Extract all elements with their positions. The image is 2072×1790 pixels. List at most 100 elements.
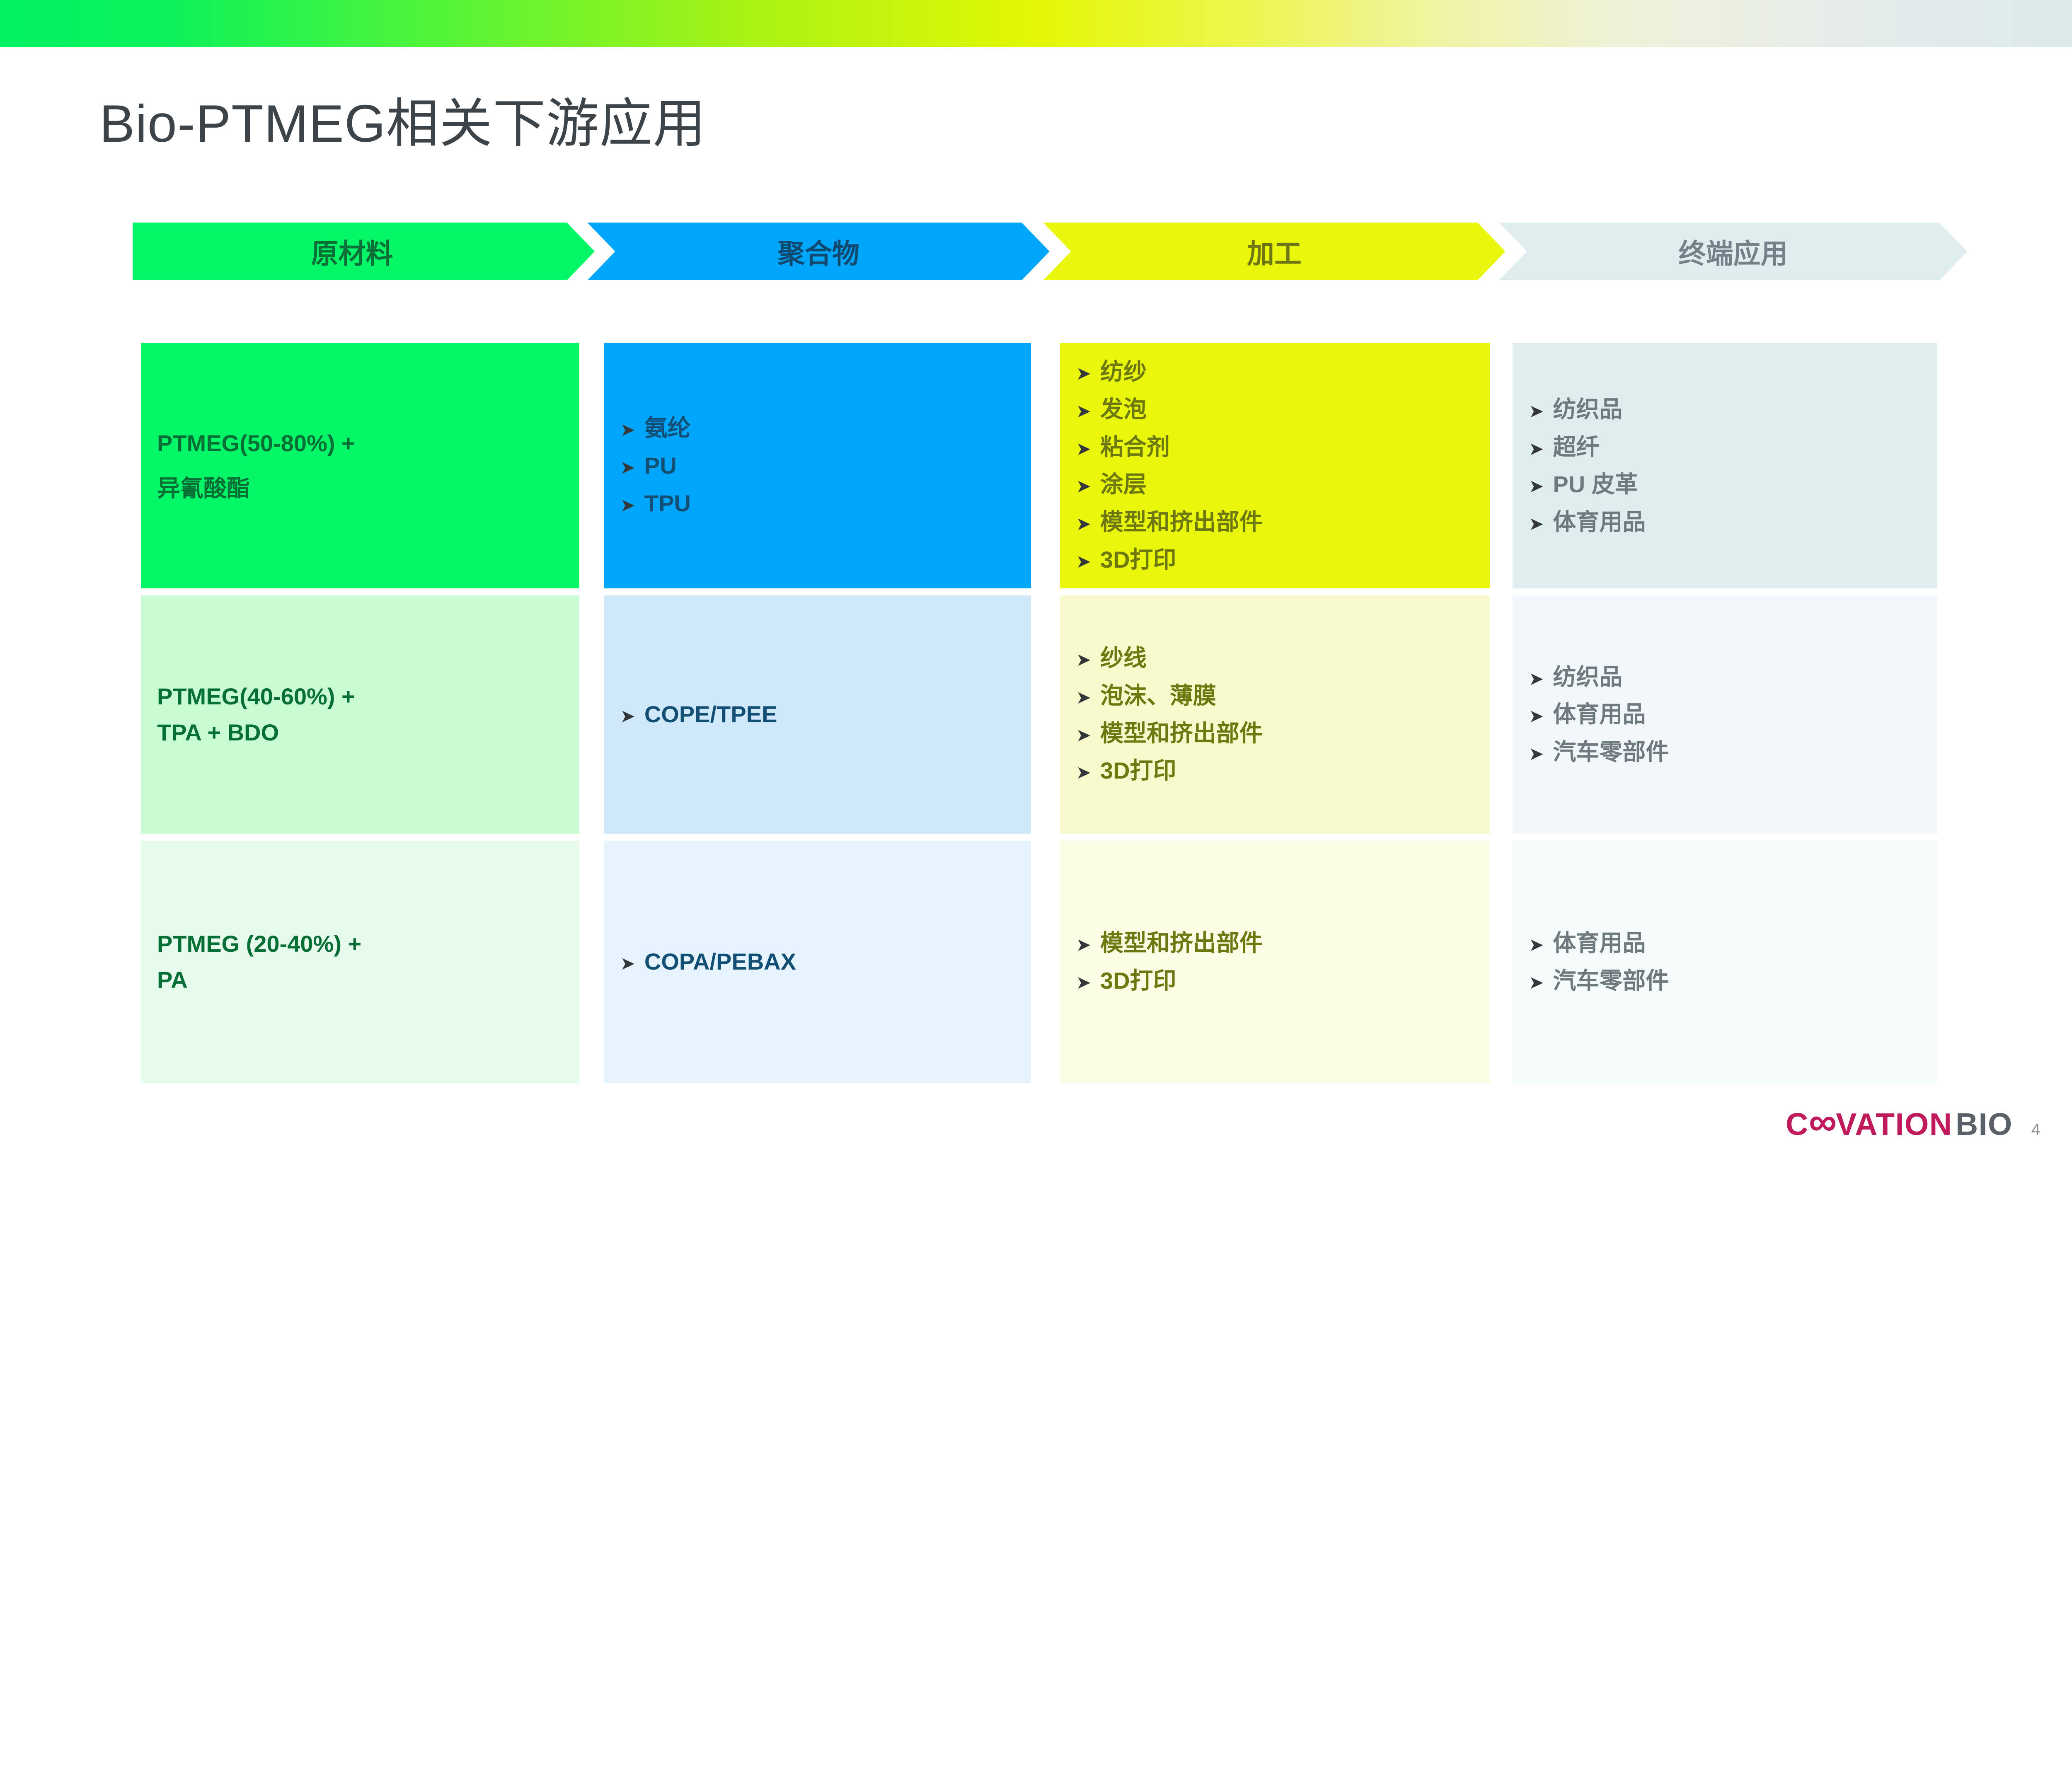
arrowhead-bullet-icon: ➤ xyxy=(1076,650,1092,670)
arrowhead-bullet-icon: ➤ xyxy=(1076,551,1092,572)
arrowhead-bullet-icon: ➤ xyxy=(1529,438,1544,459)
bullet-list-item: ➤ 纺织品 xyxy=(1529,391,1927,428)
bullet-list-item: ➤ 超纤 xyxy=(1529,428,1927,466)
bullet-item-text: 3D打印 xyxy=(1100,546,1176,573)
bullet-list-item: ➤ 模型和挤出部件 xyxy=(1076,503,1480,541)
bullet-item-text: 氨纶 xyxy=(644,415,691,441)
bullet-item-text: 纺织品 xyxy=(1553,396,1623,422)
arrowhead-bullet-icon: ➤ xyxy=(1529,401,1544,421)
bullet-item-text: PU xyxy=(644,452,677,479)
arrowhead-bullet-icon: ➤ xyxy=(620,495,636,515)
arrowhead-bullet-icon: ➤ xyxy=(1076,514,1092,534)
bullet-list-item: ➤ 汽车零部件 xyxy=(1529,962,1927,1000)
flow-step-4: 终端应用 xyxy=(1499,223,1968,281)
arrowhead-bullet-icon: ➤ xyxy=(1529,514,1544,534)
arrowhead-bullet-icon: ➤ xyxy=(1076,725,1092,745)
cell-raw-materials-row-1: PTMEG(50-80%) + 异氰酸酯 xyxy=(141,343,579,589)
cell-processing-row-1: ➤ 纺纱 ➤ 发泡 ➤ 粘合剂 ➤ 涂层 ➤ 模型和挤出部件 ➤ 3D打印 xyxy=(1060,343,1490,589)
arrowhead-bullet-icon: ➤ xyxy=(620,953,636,974)
bullet-item-text: 涂层 xyxy=(1100,471,1147,498)
bullet-list-item: ➤ 纺织品 xyxy=(1529,658,1927,696)
bullet-item-text: PU 皮革 xyxy=(1553,471,1638,498)
top-gradient-bar xyxy=(0,0,2072,47)
cell-polymers-row-1: ➤ 氨纶 ➤ PU ➤ TPU xyxy=(604,343,1031,589)
process-flow: 原材料 聚合物 加工 终端应用 xyxy=(0,223,2072,281)
cell-polymers-row-2: ➤COPE/TPEE xyxy=(604,595,1031,834)
bullet-item-text: 纱线 xyxy=(1100,645,1147,671)
bullet-list-item: ➤ 3D打印 xyxy=(1076,962,1480,1000)
bullet-item-text: COPA/PEBAX xyxy=(644,948,796,975)
bullet-item-text: 体育用品 xyxy=(1553,509,1646,535)
bullet-item-text: 3D打印 xyxy=(1100,967,1176,994)
cell-end-uses-row-2: ➤纺织品➤体育用品➤汽车零部件 xyxy=(1513,595,1937,834)
bullet-list-item: ➤ 3D打印 xyxy=(1076,752,1480,790)
bullet-item-text: 发泡 xyxy=(1100,396,1147,422)
cell-text-line: PA xyxy=(157,966,188,993)
bullet-list-item: ➤ COPA/PEBAX xyxy=(620,943,1021,981)
bullet-item-text: 超纤 xyxy=(1553,433,1600,460)
cell-text-line: PTMEG (20-40%) + xyxy=(157,930,362,957)
arrowhead-bullet-icon: ➤ xyxy=(1529,668,1544,689)
bullet-list-item: ➤ 纺纱 xyxy=(1076,353,1480,391)
bullet-list-item: ➤ 涂层 xyxy=(1076,466,1480,503)
flow-step-3: 加工 xyxy=(1043,223,1506,281)
bullet-item-text: TPU xyxy=(644,490,691,516)
bullet-item-text: 3D打印 xyxy=(1100,757,1176,784)
bullet-item-text: 汽车零部件 xyxy=(1553,739,1669,765)
bullet-item-text: 模型和挤出部件 xyxy=(1100,929,1263,956)
logo-covation-text: C∞VATION xyxy=(1786,1099,1953,1144)
bullet-list-item: ➤ 氨纶 xyxy=(620,409,1021,447)
arrowhead-bullet-icon: ➤ xyxy=(1529,476,1544,497)
arrowhead-bullet-icon: ➤ xyxy=(1076,401,1092,421)
bullet-item-text: 粘合剂 xyxy=(1100,433,1170,460)
bullet-list-item: ➤ 纱线 xyxy=(1076,639,1480,677)
bullet-list-item: ➤ 3D打印 xyxy=(1076,541,1480,579)
flow-step-label: 原材料 xyxy=(311,238,393,269)
arrowhead-bullet-icon: ➤ xyxy=(1076,476,1092,497)
page-number: 4 xyxy=(2031,1120,2041,1139)
cell-text-line: PTMEG(40-60%) + xyxy=(157,683,355,709)
bullet-list-item: ➤汽车零部件 xyxy=(1529,733,1927,771)
arrowhead-bullet-icon: ➤ xyxy=(1076,762,1092,783)
bullet-item-text: 模型和挤出部件 xyxy=(1100,720,1263,746)
cell-processing-row-3: ➤模型和挤出部件 ➤ 3D打印 xyxy=(1060,841,1490,1084)
arrowhead-bullet-icon: ➤ xyxy=(1529,934,1544,955)
cell-polymers-row-3: ➤ COPA/PEBAX xyxy=(604,841,1031,1084)
bullet-list-item: ➤ 粘合剂 xyxy=(1076,428,1480,466)
arrowhead-bullet-icon: ➤ xyxy=(1529,706,1544,727)
slide: Bio-PTMEG相关下游应用 原材料 聚合物 加工 终端应用 PTMEG(50-80… xyxy=(0,0,2072,1144)
cell-raw-materials-row-3: PTMEG (20-40%) + PA xyxy=(141,841,579,1084)
arrowhead-bullet-icon: ➤ xyxy=(1076,438,1092,459)
arrowhead-bullet-icon: ➤ xyxy=(1529,972,1544,993)
bullet-list-item: ➤ 体育用品 xyxy=(1529,503,1927,541)
bullet-item-text: 泡沫、薄膜 xyxy=(1100,682,1216,709)
bullet-item-text: 纺织品 xyxy=(1553,663,1623,690)
cell-text-line: 异氰酸酯 xyxy=(157,475,250,502)
bullet-item-text: COPE/TPEE xyxy=(644,701,777,728)
bullet-item-text: 模型和挤出部件 xyxy=(1100,509,1263,535)
arrowhead-bullet-icon: ➤ xyxy=(1076,972,1092,993)
bullet-list-item: ➤模型和挤出部件 xyxy=(1076,924,1480,962)
cell-text-line: TPA + BDO xyxy=(157,719,279,745)
flow-step-1: 原材料 xyxy=(133,223,595,281)
infinity-o-icon: ∞ xyxy=(1808,1099,1837,1144)
bullet-list-item: ➤体育用品 xyxy=(1529,924,1927,962)
cell-end-uses-row-1: ➤ 纺织品 ➤ 超纤 ➤ PU 皮革 ➤ 体育用品 xyxy=(1513,343,1937,589)
bullet-item-text: 汽车零部件 xyxy=(1553,967,1669,994)
cell-text-line: PTMEG(50-80%) + xyxy=(157,430,355,457)
bullet-item-text: 纺纱 xyxy=(1100,358,1147,385)
arrowhead-bullet-icon: ➤ xyxy=(1076,687,1092,708)
bullet-list-item: ➤ PU xyxy=(620,447,1021,485)
bullet-list-item: ➤ 模型和挤出部件 xyxy=(1076,715,1480,752)
bullet-list-item: ➤ TPU xyxy=(620,485,1021,522)
cell-processing-row-2: ➤ 纱线 ➤ 泡沫、薄膜 ➤ 模型和挤出部件 ➤ 3D打印 xyxy=(1060,595,1490,834)
flow-step-label: 聚合物 xyxy=(777,238,859,269)
flow-step-label: 终端应用 xyxy=(1678,238,1788,269)
arrowhead-bullet-icon: ➤ xyxy=(1076,363,1092,384)
arrowhead-bullet-icon: ➤ xyxy=(620,457,636,478)
bullet-list-item: ➤ 泡沫、薄膜 xyxy=(1076,677,1480,715)
flow-step-2: 聚合物 xyxy=(587,223,1050,281)
page-title: Bio-PTMEG相关下游应用 xyxy=(99,94,707,154)
covationbio-logo: C∞VATION BIO 4 xyxy=(1786,1099,2041,1144)
arrowhead-bullet-icon: ➤ xyxy=(620,420,636,440)
